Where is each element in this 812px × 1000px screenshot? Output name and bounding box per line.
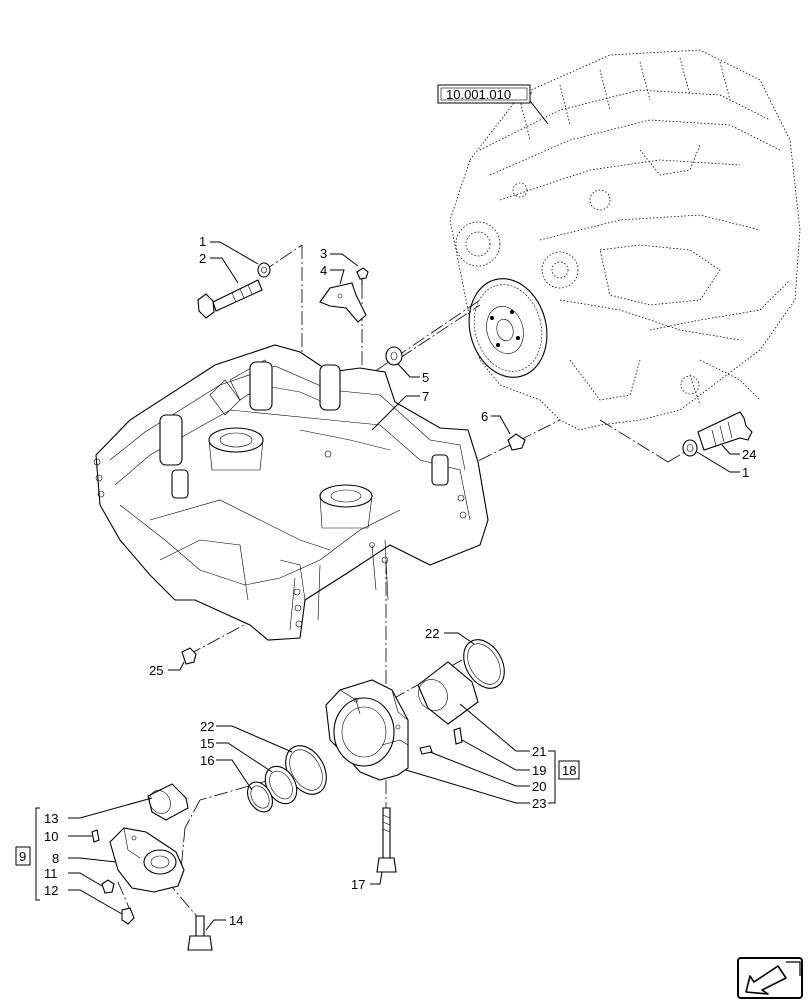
bushing-part-13 <box>147 783 189 821</box>
leader-lines <box>35 92 740 931</box>
callout-labels: 1 2 3 4 5 7 6 24 1 25 22 22 15 16 21 19 … <box>44 234 756 928</box>
group-label-9: 9 <box>19 849 26 864</box>
washer-part-5 <box>385 346 403 366</box>
callout-19: 19 <box>532 763 546 778</box>
callout-16: 16 <box>200 753 214 768</box>
callout-3: 3 <box>320 246 327 261</box>
callout-23: 23 <box>532 796 546 811</box>
callout-2: 2 <box>199 251 206 266</box>
dowel-part-6 <box>507 433 526 451</box>
screw-part-3 <box>356 267 369 285</box>
bracket-part-4 <box>319 282 367 323</box>
callout-17: 17 <box>351 877 365 892</box>
callout-1-right: 1 <box>742 465 749 480</box>
callout-6: 6 <box>481 409 488 424</box>
callout-15: 15 <box>200 736 214 751</box>
next-page-arrow-icon[interactable] <box>737 957 803 999</box>
axle-support-housing <box>93 344 489 641</box>
callout-13: 13 <box>44 811 58 826</box>
callout-14: 14 <box>229 913 243 928</box>
bolt-part-24 <box>697 411 753 451</box>
group-box-9: 9 <box>15 846 31 866</box>
callout-22-left: 22 <box>200 719 214 734</box>
callout-10: 10 <box>44 829 58 844</box>
pivot-bracket-part-20 <box>325 679 409 781</box>
callout-5: 5 <box>422 370 429 385</box>
washer-part-1-right <box>682 439 698 457</box>
pin-part-25 <box>181 647 197 665</box>
group-box-18: 18 <box>558 760 580 780</box>
seal-ring-part-22-left <box>285 745 327 795</box>
callout-21: 21 <box>532 744 546 759</box>
washer-part-1 <box>257 262 271 278</box>
bolt-part-2 <box>197 279 263 319</box>
callout-20: 20 <box>532 779 546 794</box>
reference-label: 10.001.010 <box>446 87 511 102</box>
callout-12: 12 <box>44 883 58 898</box>
bolt-part-14 <box>187 915 213 951</box>
pin-part-19 <box>453 727 463 745</box>
callout-22-top: 22 <box>425 626 439 641</box>
pin-part-10 <box>91 829 100 843</box>
callout-4: 4 <box>320 263 327 278</box>
grease-fitting-part-23 <box>419 745 433 755</box>
callout-1: 1 <box>199 234 206 249</box>
bushing-part-21 <box>417 661 479 725</box>
engine-drawing <box>449 49 801 431</box>
nut-part-11 <box>101 879 115 894</box>
callout-7: 7 <box>422 389 429 404</box>
o-ring-part-16 <box>247 781 273 813</box>
callout-8: 8 <box>52 851 59 866</box>
bolt-part-17 <box>376 807 397 873</box>
group-label-18: 18 <box>562 763 576 778</box>
reference-box: 10.001.010 <box>437 84 531 104</box>
callout-24: 24 <box>742 447 756 462</box>
seal-ring-part-22-top <box>463 639 505 689</box>
grease-fitting-part-12 <box>121 907 135 925</box>
callout-25: 25 <box>149 663 163 678</box>
callout-11: 11 <box>44 866 58 881</box>
support-bracket-part-8 <box>109 827 185 893</box>
